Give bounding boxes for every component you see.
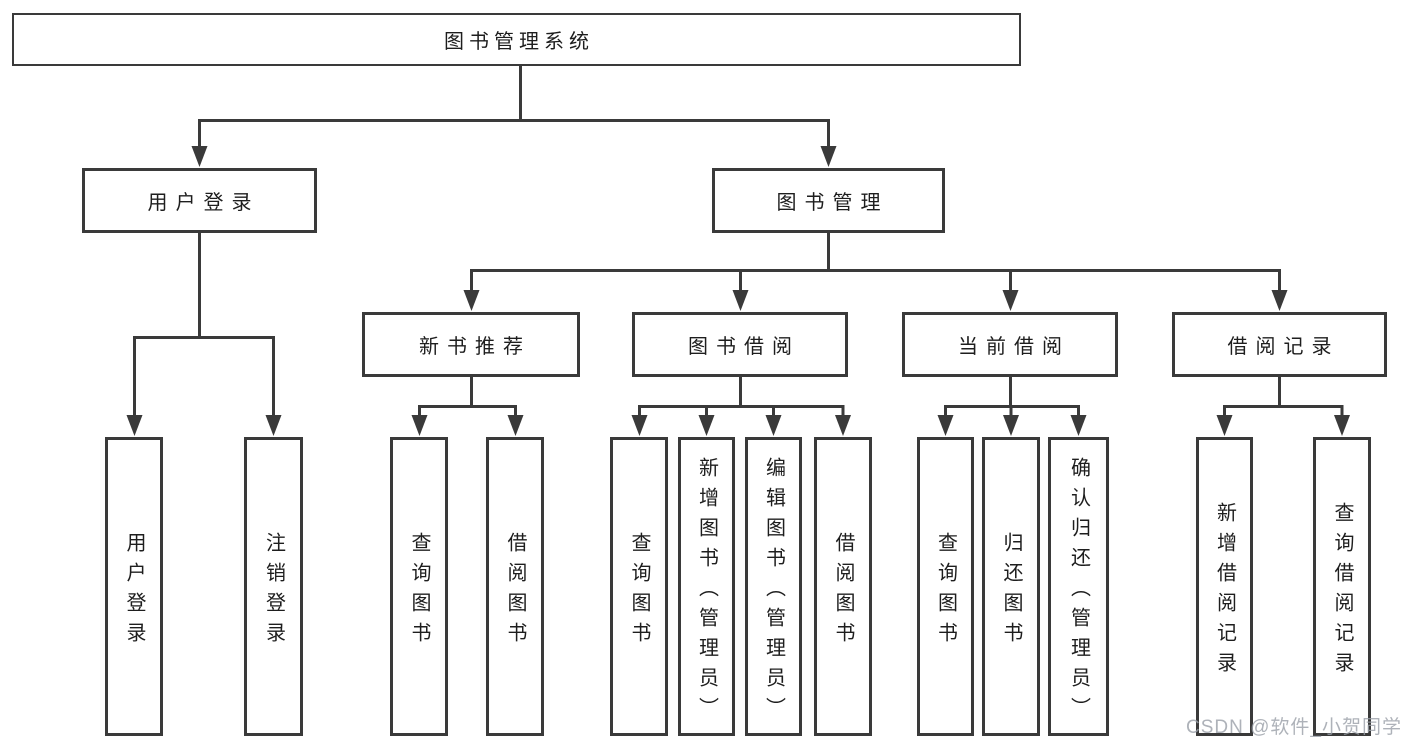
leaf-borrow-books-recommend: 借阅图书 bbox=[486, 437, 544, 736]
leaf-logout: 注销登录 bbox=[244, 437, 303, 736]
csdn-watermark: CSDN @软件_小贺同学 bbox=[1186, 717, 1402, 738]
node-current-borrowing: 当前借阅 bbox=[902, 312, 1118, 377]
node-library-system: 图书管理系统 bbox=[12, 13, 1021, 66]
leaf-user-login-label: 用户登录 bbox=[123, 531, 145, 652]
leaf-add-borrow-record: 新增借阅记录 bbox=[1196, 437, 1253, 736]
node-new-book-recommendation: 新书推荐 bbox=[362, 312, 580, 377]
leaf-query-borrow-record-label: 查询借阅记录 bbox=[1331, 501, 1353, 682]
leaf-query-books-current: 查询图书 bbox=[917, 437, 974, 736]
leaf-borrow-books: 借阅图书 bbox=[814, 437, 872, 736]
leaf-query-borrow-record: 查询借阅记录 bbox=[1313, 437, 1371, 736]
leaf-user-login: 用户登录 bbox=[105, 437, 163, 736]
leaf-return-book: 归还图书 bbox=[982, 437, 1040, 736]
leaf-add-borrow-record-label: 新增借阅记录 bbox=[1213, 501, 1236, 682]
leaf-add-book-admin-label: 新增图书（管理员） bbox=[695, 456, 718, 727]
node-current-borrowing-label: 当前借阅 bbox=[958, 336, 1070, 358]
node-book-borrowing-label: 图书借阅 bbox=[688, 336, 800, 358]
node-book-borrowing: 图书借阅 bbox=[632, 312, 848, 377]
node-user-login-label: 用户登录 bbox=[147, 192, 260, 214]
leaf-query-books-current-label: 查询图书 bbox=[934, 531, 957, 652]
leaf-edit-book-admin-label: 编辑图书（管理员） bbox=[762, 456, 785, 727]
node-new-book-recommendation-label: 新书推荐 bbox=[419, 336, 531, 358]
arrowheads bbox=[126, 146, 1350, 436]
leaf-confirm-return-admin: 确认归还（管理员） bbox=[1048, 437, 1109, 736]
leaf-confirm-return-admin-label: 确认归还（管理员） bbox=[1067, 456, 1090, 727]
leaf-borrow-books-label: 借阅图书 bbox=[832, 531, 854, 652]
leaf-query-books-borrowing-label: 查询图书 bbox=[628, 531, 650, 652]
node-user-login: 用户登录 bbox=[82, 168, 317, 233]
node-book-management-label: 图书管理 bbox=[776, 192, 889, 214]
leaf-edit-book-admin: 编辑图书（管理员） bbox=[745, 437, 802, 736]
leaf-borrow-books-recommend-label: 借阅图书 bbox=[504, 531, 526, 652]
leaf-query-books-recommend: 查询图书 bbox=[390, 437, 448, 736]
leaf-query-books-recommend-label: 查询图书 bbox=[408, 531, 430, 652]
leaf-logout-label: 注销登录 bbox=[262, 531, 285, 652]
leaf-query-books-borrowing: 查询图书 bbox=[610, 437, 668, 736]
leaf-add-book-admin: 新增图书（管理员） bbox=[678, 437, 735, 736]
leaf-return-book-label: 归还图书 bbox=[1000, 531, 1022, 652]
node-borrowing-records: 借阅记录 bbox=[1172, 312, 1387, 377]
node-library-system-label: 图书管理系统 bbox=[444, 31, 594, 53]
node-book-management: 图书管理 bbox=[712, 168, 945, 233]
node-borrowing-records-label: 借阅记录 bbox=[1227, 336, 1340, 358]
